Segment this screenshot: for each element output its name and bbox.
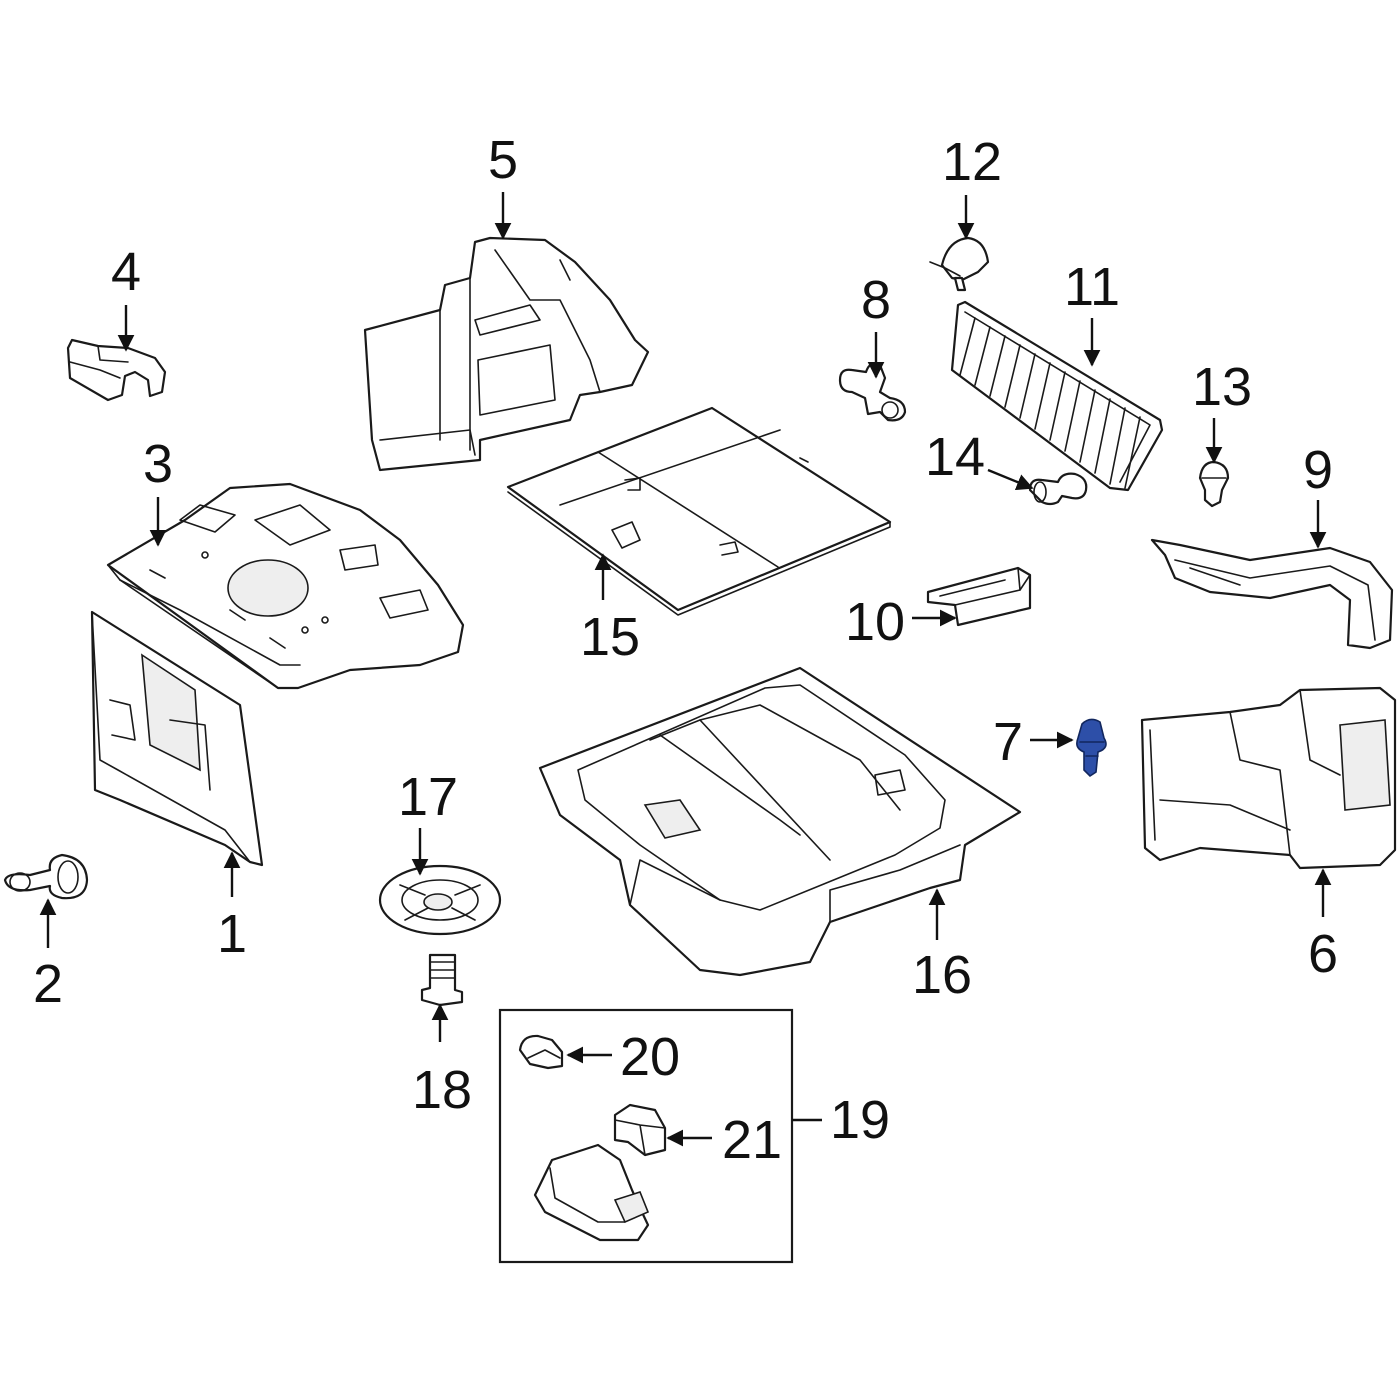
callout-1: 1 <box>217 904 247 964</box>
leader-14 <box>987 468 1034 491</box>
part-6-right-side-trim <box>1140 686 1397 870</box>
callout-16: 16 <box>912 945 972 1005</box>
callout-9: 9 <box>1303 440 1333 500</box>
part-10-small-bracket <box>926 566 1032 627</box>
part-7-push-pin-highlighted <box>1076 718 1107 778</box>
part-13-push-clip <box>1198 460 1230 508</box>
callout-7: 7 <box>993 712 1023 772</box>
callout-17: 17 <box>398 767 458 827</box>
callout-11: 11 <box>1064 257 1120 317</box>
callout-12: 12 <box>942 132 1002 192</box>
part-9-strap-bracket <box>1150 538 1394 650</box>
part-21-connector-block <box>613 1103 667 1157</box>
callout-14: 14 <box>925 427 985 487</box>
callout-2: 2 <box>33 954 63 1014</box>
callout-6: 6 <box>1308 924 1338 984</box>
callout-19: 19 <box>830 1090 890 1150</box>
callout-21: 21 <box>722 1110 782 1170</box>
part-12-bumper-cap <box>929 236 990 292</box>
part-15-floor-board <box>506 406 892 616</box>
callout-13: 13 <box>1192 357 1252 417</box>
part-20-small-cap <box>518 1034 564 1070</box>
part-18-bolt <box>420 953 464 1007</box>
callout-4: 4 <box>111 242 141 302</box>
callout-20: 20 <box>620 1027 680 1087</box>
part-14-stud-clip <box>1028 472 1088 506</box>
callout-15: 15 <box>580 607 640 667</box>
callout-5: 5 <box>488 130 518 190</box>
part-3-parcel-shelf <box>106 482 465 690</box>
part-4-bracket-clip <box>66 338 167 402</box>
part-19-kit-frame <box>498 1008 794 1264</box>
part-17-holddown-plate <box>378 864 502 936</box>
part-5-left-side-trim <box>363 236 650 472</box>
part-16-spare-tray <box>538 666 1022 977</box>
leader-arrows <box>39 192 1332 1147</box>
callout-10: 10 <box>845 592 905 652</box>
part-2-push-clip <box>3 853 89 900</box>
callout-8: 8 <box>861 270 891 330</box>
callout-3: 3 <box>143 434 173 494</box>
part-8-clip <box>838 362 907 422</box>
callout-labels: 1 2 3 4 5 6 7 8 9 10 11 12 13 14 15 16 1… <box>33 130 1338 1170</box>
part-1-trunk-front-trim <box>90 610 264 867</box>
part-11-rear-panel <box>950 300 1164 492</box>
callout-18: 18 <box>412 1060 472 1120</box>
kit-holder-tray <box>533 1143 650 1242</box>
